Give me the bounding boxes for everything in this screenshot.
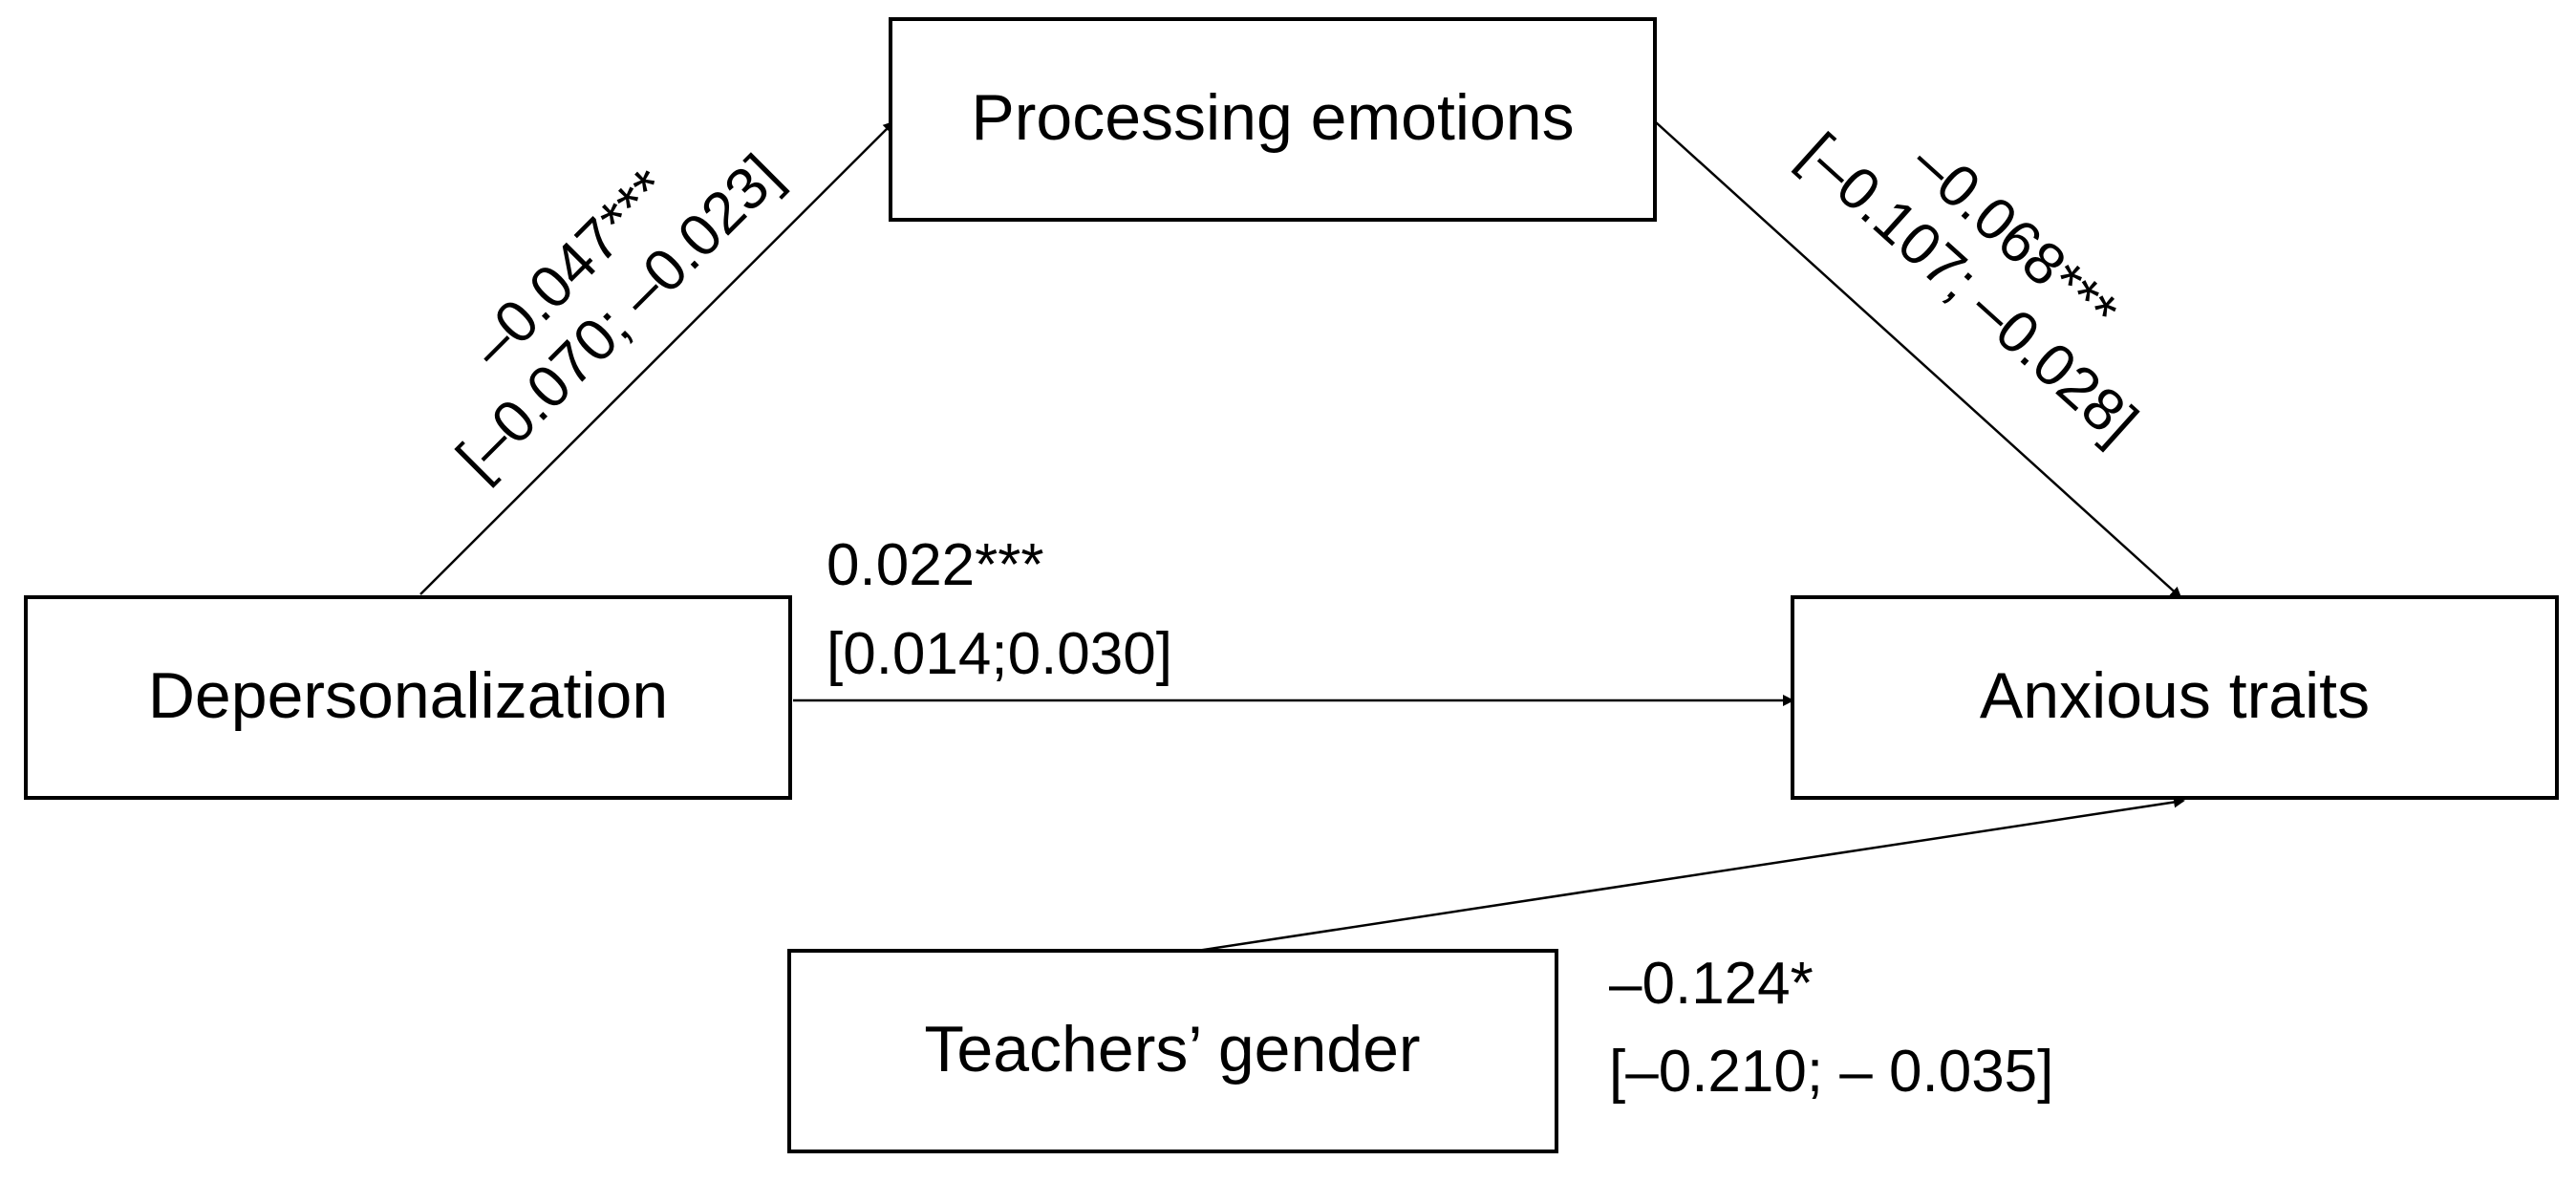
coefficient-label: –0.124* — [1609, 951, 1814, 1017]
path-label-processing-to-anxious: –0.068*** [–0.107; –0.028] — [1787, 120, 2149, 456]
path-label-depersonalization-to-processing: –0.047*** [–0.070; –0.023] — [444, 142, 794, 492]
edge-teachers-gender-to-anxious-traits — [1196, 796, 2185, 953]
node-label: Depersonalization — [148, 659, 668, 732]
node-label: Teachers’ gender — [924, 1013, 1420, 1085]
node-label: Processing emotions — [971, 81, 1574, 154]
node-anxious-traits: Anxious traits — [1791, 595, 2559, 800]
edge-depersonalization-to-processing-emotions — [419, 120, 895, 595]
path-label-gender-to-anxious: –0.124* [–0.210; – 0.035] — [1609, 951, 2053, 1105]
node-teachers-gender: Teachers’ gender — [787, 949, 1558, 1153]
confidence-interval-label: [0.014;0.030] — [826, 621, 1172, 687]
node-box — [787, 949, 1558, 1153]
node-box — [889, 17, 1657, 222]
node-label: Anxious traits — [1980, 659, 2370, 732]
node-box — [1791, 595, 2559, 800]
confidence-interval-label: [–0.210; – 0.035] — [1609, 1039, 2053, 1105]
node-depersonalization: Depersonalization — [24, 595, 792, 800]
node-processing-emotions: Processing emotions — [889, 17, 1657, 222]
edge-processing-emotions-to-anxious-traits — [1655, 121, 2182, 599]
path-label-depersonalization-to-anxious: 0.022*** [0.014;0.030] — [826, 532, 1172, 687]
coefficient-label: 0.022*** — [826, 532, 1044, 598]
node-box — [24, 595, 792, 800]
